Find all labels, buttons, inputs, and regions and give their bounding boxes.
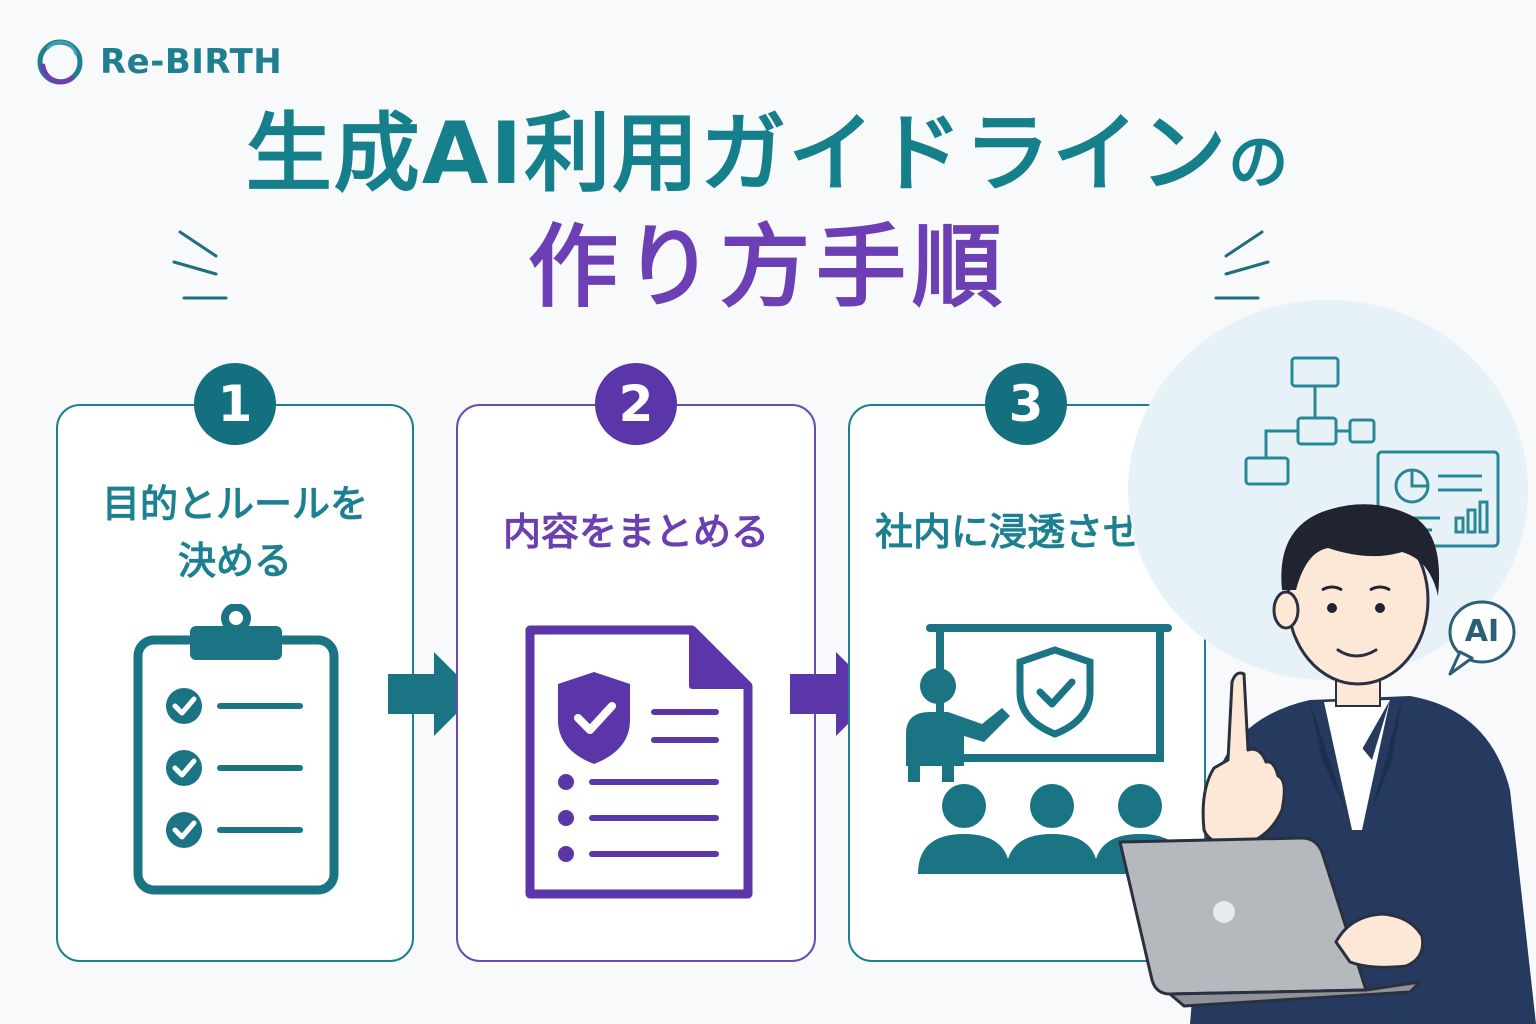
policy-document-shield-icon (525, 625, 753, 899)
emphasis-lines-right-icon (1214, 230, 1270, 300)
step-number-1: 1 (194, 363, 276, 445)
flowchart-icon (1244, 356, 1376, 486)
businessman-illustration (1118, 300, 1536, 1024)
title-suffix: の (1228, 128, 1291, 198)
step-number-3: 3 (985, 363, 1067, 445)
title-line-2: 作り方手順 (528, 215, 1008, 320)
emphasis-lines-left-icon (172, 230, 228, 300)
step-card-1: 目的とルールを 決める (56, 404, 414, 962)
step-2-title: 内容をまとめる (502, 510, 769, 554)
step-1-title: 目的とルールを 決める (101, 482, 368, 583)
swirl-logo-icon (37, 39, 83, 85)
brand-name: Re-BIRTH (100, 42, 283, 82)
step-number-2: 2 (595, 363, 677, 445)
step-3-title: 社内に浸透させる (874, 510, 1179, 554)
ai-chat-bubble-icon (1448, 600, 1516, 676)
arrow-right-icon (388, 652, 476, 736)
clipboard-checklist-icon (133, 604, 339, 895)
brand-logo: Re-BIRTH (34, 36, 282, 88)
title-main: 生成AI利用ガイドライン (245, 104, 1229, 204)
title-line-1: 生成AI利用ガイドラインの (0, 105, 1536, 204)
ai-bubble-label: AI (1464, 614, 1500, 649)
step-card-2: 内容をまとめる (456, 404, 816, 962)
training-presentation-icon (906, 624, 1186, 874)
